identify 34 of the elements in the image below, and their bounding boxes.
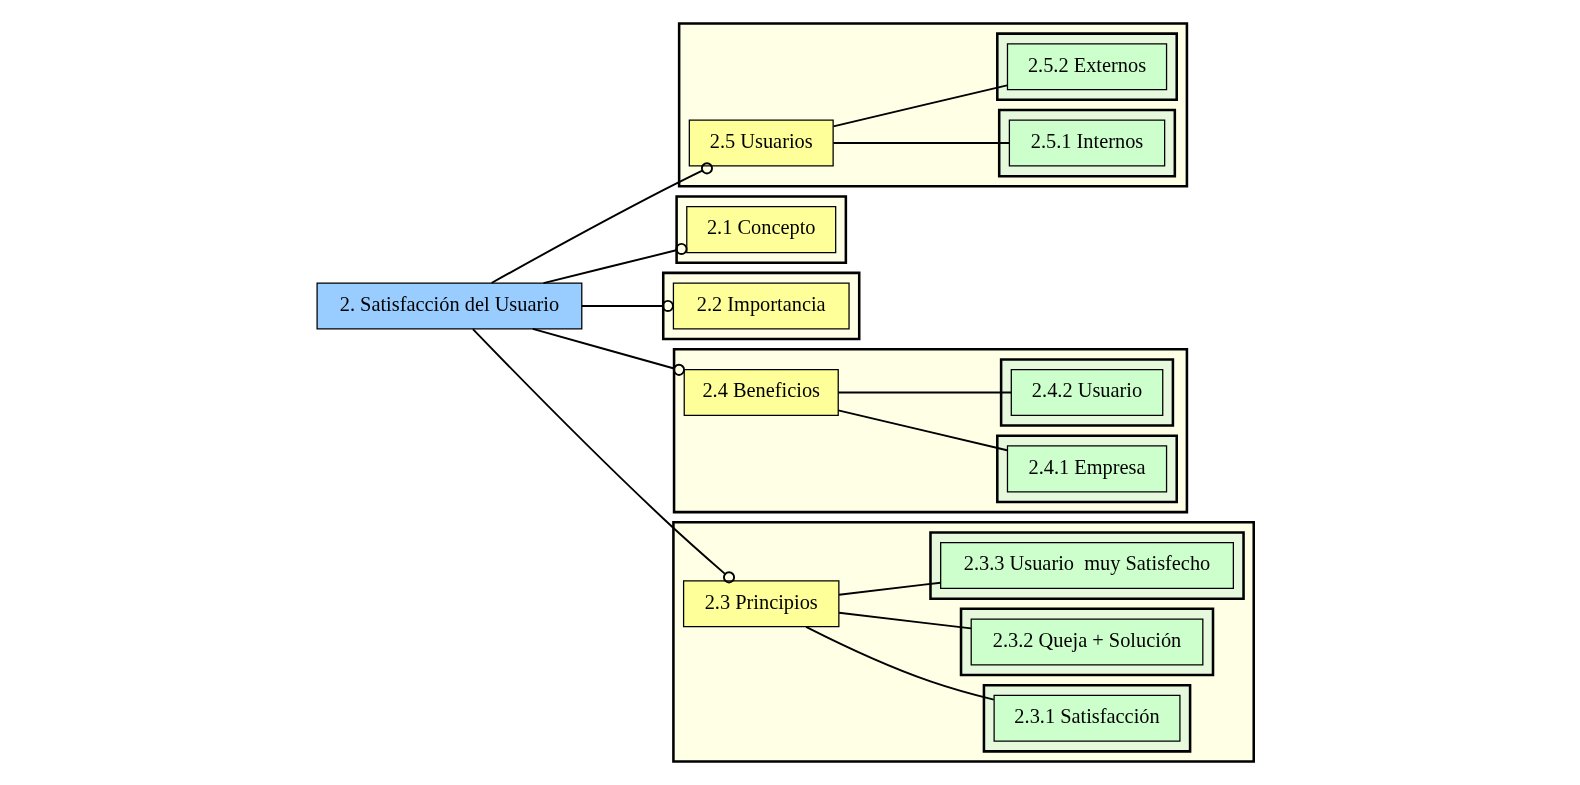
cluster — [999, 358, 1174, 427]
connector — [836, 409, 1008, 452]
cluster — [995, 434, 1178, 504]
node-box: 2.3.2 Queja + Solución — [970, 618, 1203, 666]
node-box: 2.3 Principios — [682, 580, 839, 628]
node-box: 2.3.3 Usuario muy Satisfecho — [939, 542, 1234, 590]
connector — [837, 581, 942, 596]
cluster — [959, 607, 1214, 677]
connector — [580, 299, 674, 312]
cluster — [677, 22, 1188, 188]
cluster — [928, 531, 1245, 600]
cluster — [982, 683, 1191, 753]
node-box: 2.5.1 Internos — [1008, 119, 1165, 167]
node-box: 2.3.1 Satisfacción — [993, 694, 1181, 742]
node-box: 2. Satisfacción del Usuario — [315, 282, 582, 330]
connector — [804, 625, 995, 701]
connector — [471, 328, 735, 584]
node-box: 2.4 Beneficios — [683, 368, 839, 417]
node-box: 2.2 Importancia — [672, 282, 850, 330]
cluster — [997, 108, 1176, 178]
node-box: 2.1 Concepto — [685, 206, 836, 254]
connector — [837, 611, 972, 630]
connector — [531, 327, 685, 376]
node-box: 2.4.1 Empresa — [1006, 445, 1167, 493]
connector — [836, 391, 1012, 394]
cluster — [995, 32, 1178, 102]
node-box: 2.5 Usuarios — [688, 119, 834, 167]
node-box: 2.4.2 Usuario — [1010, 368, 1163, 417]
connector — [542, 242, 687, 284]
connector — [832, 142, 1010, 145]
node-box: 2.5.2 Externos — [1006, 43, 1167, 91]
connector — [832, 84, 1008, 128]
connector — [490, 162, 713, 284]
cluster — [671, 521, 1255, 763]
